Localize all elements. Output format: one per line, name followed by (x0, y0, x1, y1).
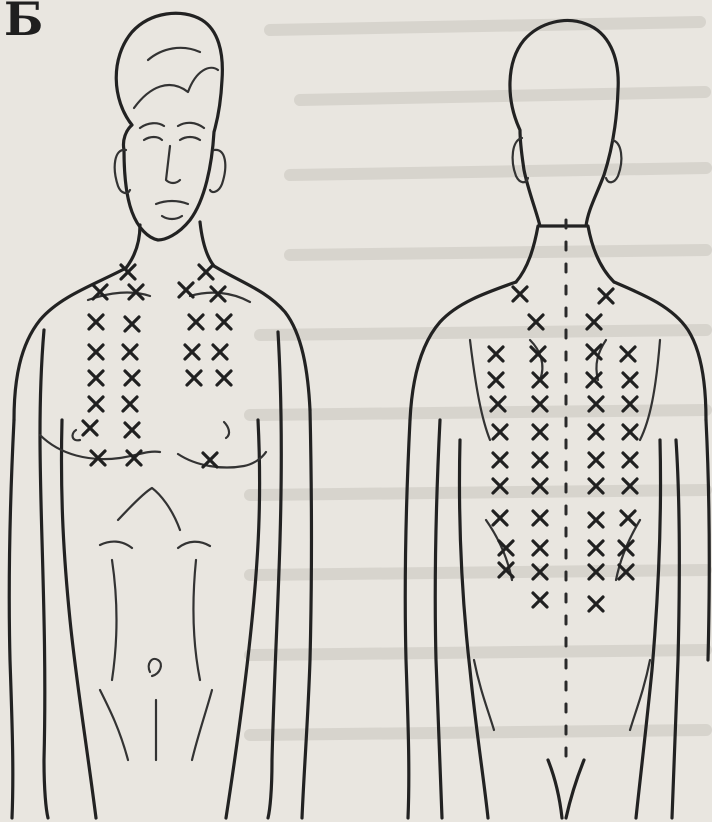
cross-mark (89, 397, 103, 411)
cross-mark (83, 421, 97, 435)
front-right-arm-outer (302, 410, 312, 818)
cross-mark (489, 373, 503, 387)
front-abdomen-left (112, 560, 117, 680)
back-right-arm-outer (706, 420, 709, 660)
front-ribs-right (178, 542, 210, 548)
cross-mark (589, 541, 603, 555)
front-left-arm-inner (40, 330, 48, 818)
front-neck-left (126, 225, 140, 268)
cross-mark (533, 453, 547, 467)
cross-mark (123, 397, 137, 411)
back-left-scapula (470, 340, 490, 440)
cross-mark (599, 289, 613, 303)
front-navel (149, 659, 161, 676)
cross-mark (533, 593, 547, 607)
front-left-torso-side (61, 420, 96, 818)
cross-mark (589, 425, 603, 439)
back-right-scapula (640, 340, 660, 440)
cross-mark (187, 371, 201, 385)
front-sternum-lines (118, 488, 180, 530)
cross-mark (213, 345, 227, 359)
cross-mark (493, 511, 507, 525)
front-left-arm-outer (9, 420, 14, 818)
front-right-eye (180, 137, 200, 140)
front-chin (162, 216, 182, 219)
front-right-torso-side (226, 420, 260, 818)
cross-mark (533, 425, 547, 439)
front-right-pectoral (178, 452, 266, 468)
cross-mark (533, 511, 547, 525)
cross-mark (623, 453, 637, 467)
back-view (405, 21, 709, 818)
cross-mark (185, 345, 199, 359)
cross-mark (123, 345, 137, 359)
front-hair-parting (134, 68, 218, 108)
front-ribs-left (100, 542, 132, 548)
cross-mark (179, 283, 193, 297)
front-nose (166, 146, 180, 183)
cross-mark (125, 371, 139, 385)
cross-mark (189, 315, 203, 329)
cross-mark (493, 425, 507, 439)
cross-mark (489, 347, 503, 361)
front-groin-left (100, 690, 128, 760)
cross-mark (513, 287, 527, 301)
front-hair-fold (148, 48, 200, 60)
background-bleed-through (250, 22, 706, 735)
cross-mark (493, 453, 507, 467)
cross-mark (533, 541, 547, 555)
cross-mark (127, 451, 141, 465)
cross-mark (89, 345, 103, 359)
cross-mark (589, 453, 603, 467)
back-right-arm-inner (672, 440, 679, 818)
cross-mark (623, 425, 637, 439)
back-head-outline (510, 21, 618, 226)
cross-mark (203, 453, 217, 467)
front-mouth (156, 201, 188, 204)
front-left-shoulder (14, 268, 126, 420)
front-neck-right (200, 222, 214, 266)
back-left-arm-outer (405, 420, 410, 818)
front-groin-right (192, 690, 212, 760)
back-gluteal-cleft (548, 760, 584, 818)
cross-mark (621, 511, 635, 525)
cross-mark (217, 315, 231, 329)
cross-mark (621, 347, 635, 361)
front-head-outline (116, 13, 222, 240)
cross-mark (89, 315, 103, 329)
cross-mark (589, 513, 603, 527)
cross-mark (589, 597, 603, 611)
front-right-eyebrow (178, 123, 204, 128)
cross-mark (533, 373, 547, 387)
cross-mark (125, 317, 139, 331)
front-right-nipple (224, 422, 229, 438)
cross-mark (217, 371, 231, 385)
front-left-eyebrow (140, 123, 164, 128)
front-abdomen-right (193, 560, 200, 680)
cross-mark (199, 265, 213, 279)
cross-mark (619, 541, 633, 555)
front-left-eye (144, 137, 162, 140)
cross-mark (623, 373, 637, 387)
cross-mark (125, 423, 139, 437)
front-marker-group (83, 265, 231, 467)
back-left-arm-inner (435, 420, 442, 818)
cross-mark (89, 371, 103, 385)
front-left-nipple (73, 430, 80, 440)
